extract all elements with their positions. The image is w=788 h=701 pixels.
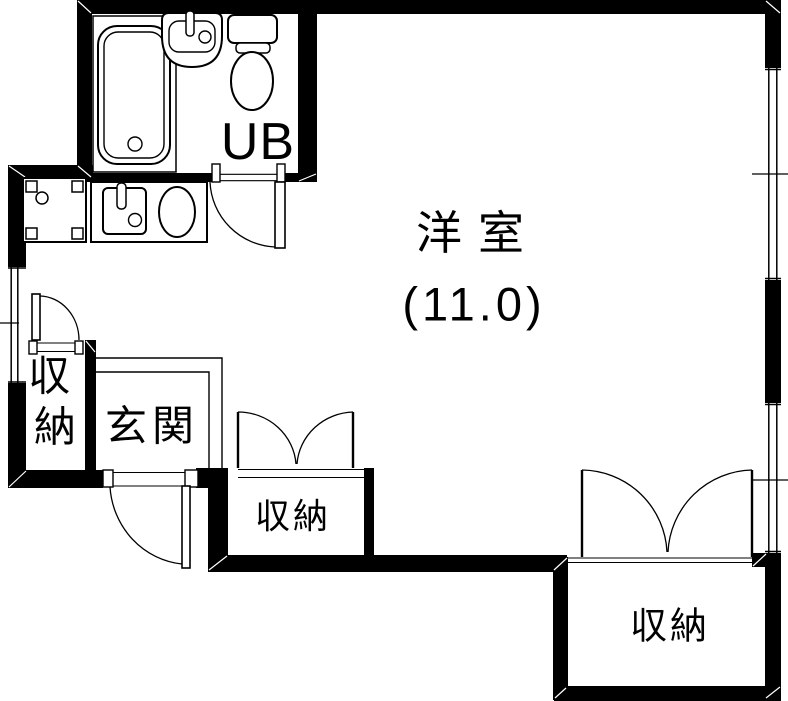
unit-bath-door (209, 163, 286, 249)
ub-door-opening (213, 173, 284, 182)
window-right-lower-gap (765, 403, 781, 553)
closet-left-threshold (37, 342, 75, 353)
wall-ub-bottom-left (92, 173, 213, 182)
closet-br-arc-right (667, 469, 753, 553)
washing-machine-pan (22, 177, 87, 243)
window-right-lower-glass (765, 403, 781, 553)
burner (158, 186, 196, 238)
washing-pan-drain (35, 191, 49, 205)
window-left-glass (8, 267, 26, 383)
washing-pan-corner-tl (25, 180, 38, 193)
entrance-label: 玄関 (105, 403, 199, 450)
bathtub-inner (103, 31, 165, 159)
wall-right-corner-block (752, 553, 781, 567)
washing-pan-corner-br (71, 227, 84, 240)
window-right-upper (752, 68, 788, 280)
wall-closet-mid-left (208, 468, 228, 572)
entrance-door-threshold (113, 471, 185, 487)
wall-entrance-left (85, 340, 96, 474)
closet-middle-arc-left (237, 411, 297, 465)
western-room-area-label: (11.0) (402, 278, 545, 331)
wall-ub-bottom-right (284, 173, 317, 182)
closet-left-label-char-2: 納 (34, 404, 76, 451)
western-room-label: 洋室 (416, 207, 540, 259)
toilet-tank (227, 14, 278, 44)
window-left (0, 267, 26, 383)
closet-left-swing-arc (39, 295, 80, 341)
ub-door-jamb-left (211, 163, 221, 183)
closet-left-door-leaf (31, 293, 41, 341)
closet-left-label-char-1: 収 (28, 353, 70, 400)
entrance-step-lines (96, 357, 223, 468)
ub-door-threshold (213, 173, 284, 182)
wall-closet-mid-right (364, 468, 374, 572)
washing-pan-corner-bl (25, 227, 38, 240)
toilet-bowl (230, 51, 274, 111)
closet-left-jamb-left (28, 340, 38, 355)
closet-middle-opening (228, 468, 364, 478)
kitchen-counter (90, 181, 208, 243)
washbasin-faucet (185, 10, 195, 37)
washing-pan-corner-tr (71, 180, 84, 193)
washbasin-drain (198, 30, 212, 44)
entrance-door-jamb-right (184, 469, 199, 488)
wall-miter-lines (8, 0, 781, 699)
bathtub-drain (127, 136, 143, 152)
wall-ub-left (77, 0, 92, 182)
closet-left-door (28, 293, 84, 355)
kitchen-sink-drain (127, 212, 143, 228)
entrance-door-leaf (181, 485, 191, 569)
wall-bottom-left-a (8, 470, 103, 488)
closet-br-arc-left (581, 469, 668, 553)
ub-door-leaf (274, 181, 286, 249)
closet-middle-threshold (238, 468, 364, 479)
entrance-step-inner-line (96, 371, 210, 468)
closet-br-opening (568, 557, 752, 563)
closet-bottom-right-french-doors (568, 469, 754, 564)
closet-middle-arc-right (296, 411, 354, 465)
entrance-step-outer-line (96, 357, 223, 468)
closet-left-label: 収 納 (28, 338, 82, 451)
window-right-lower (752, 403, 788, 553)
closet-middle-french-doors (228, 411, 364, 479)
unit-bath-label: UB (221, 113, 295, 171)
entrance-door (102, 469, 199, 569)
entrance-door-swing-arc (109, 486, 183, 565)
entrance-door-opening (103, 470, 196, 488)
closet-br-threshold (568, 557, 752, 564)
wall-nw-horizontal (8, 165, 93, 178)
wall-top (77, 0, 781, 14)
wall-ub-right (298, 0, 317, 182)
kitchen-faucet (116, 182, 127, 210)
closet-bottom-right-label: 収納 (630, 606, 710, 647)
toilet (227, 14, 278, 111)
wall-bottom-band-mid (208, 555, 567, 572)
closet-left-jamb-right (74, 340, 84, 355)
washbasin (161, 10, 223, 69)
ub-door-swing-arc (209, 181, 276, 248)
closet-middle-label: 収納 (255, 498, 331, 537)
wall-closet-br-left (553, 557, 568, 700)
window-left-gap (8, 267, 26, 383)
entrance-door-jamb-left (102, 469, 114, 488)
wall-bottom-band-right (554, 686, 781, 701)
